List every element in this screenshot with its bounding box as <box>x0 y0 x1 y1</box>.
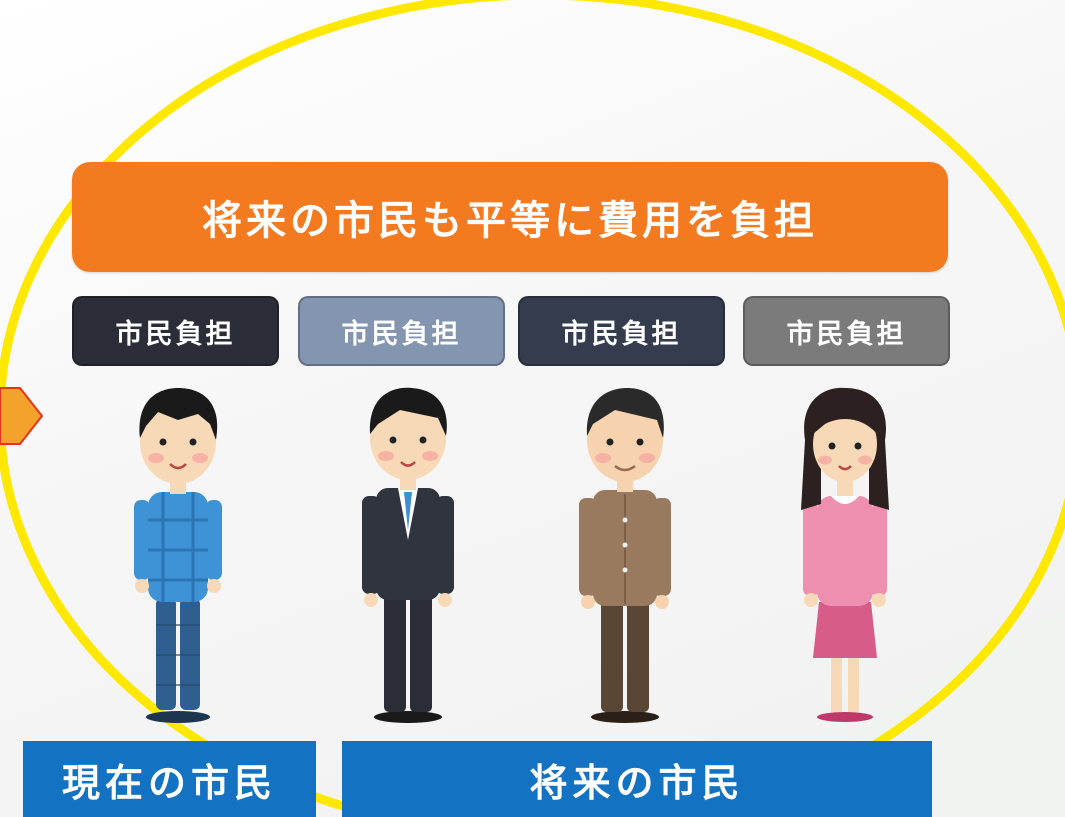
left-arrow-tip <box>0 387 44 445</box>
burden-header-banner: 将来の市民も平等に費用を負担 <box>72 162 948 272</box>
older-man-cardigan-icon <box>579 388 671 723</box>
future-citizens-label: 将来の市民 <box>342 741 932 817</box>
citizen-burden-badge-3: 市民負担 <box>518 296 725 366</box>
citizen-burden-badge-4: 市民負担 <box>743 296 950 366</box>
citizen-burden-badge-1: 市民負担 <box>72 296 279 366</box>
woman-pink-dress-icon <box>801 387 889 722</box>
current-citizens-label: 現在の市民 <box>23 741 316 817</box>
businessman-suit-icon <box>362 387 454 723</box>
citizen-burden-badge-2: 市民負担 <box>298 296 505 366</box>
young-man-plaid-shirt-icon <box>134 388 222 723</box>
